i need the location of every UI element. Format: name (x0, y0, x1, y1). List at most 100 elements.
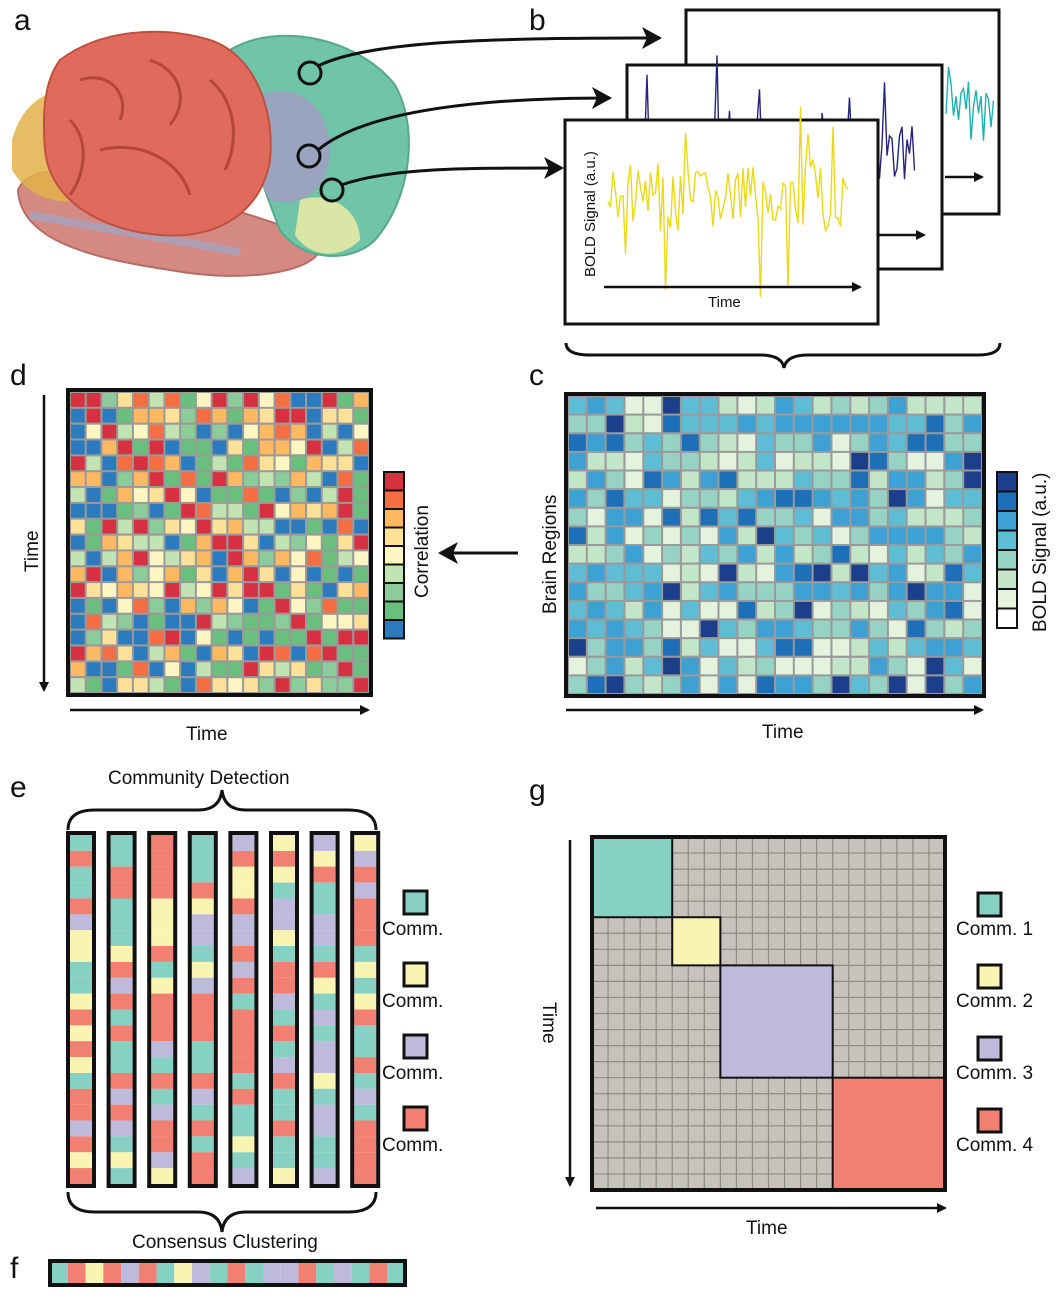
partition-column (269, 831, 299, 1188)
partition-column (147, 831, 178, 1188)
region-cell (681, 490, 699, 507)
region-cell (757, 639, 774, 656)
correlation-cell (149, 662, 164, 677)
region-cell (606, 490, 624, 507)
correlation-cell (196, 678, 211, 692)
bold-colorbar-swatch (996, 510, 1018, 532)
correlation-cell (338, 393, 353, 407)
region-cell (926, 620, 944, 638)
region-cell (945, 415, 963, 433)
correlation-cell (228, 646, 243, 661)
partition-cell (151, 1136, 174, 1153)
correlation-cell (307, 646, 321, 661)
region-cell (700, 657, 718, 675)
correlation-cell (86, 519, 101, 534)
correlation-cell (244, 598, 258, 613)
region-cell (700, 639, 718, 656)
correlation-cell (86, 424, 101, 439)
region-cell (945, 564, 963, 582)
region-cell (625, 601, 643, 619)
region-cell (964, 508, 981, 526)
bold-colorbar-label: BOLD Signal (a.u.) (1030, 473, 1051, 632)
region-cell (663, 415, 680, 433)
correlation-cell (259, 583, 274, 597)
partition-cell (232, 1136, 255, 1153)
region-cell (776, 601, 793, 619)
region-cell (907, 452, 925, 470)
partition-cell (191, 1168, 214, 1184)
bold-card-front (563, 118, 880, 326)
region-cell (813, 657, 831, 675)
correlation-cell (86, 662, 101, 677)
correlation-cell (149, 678, 164, 692)
region-cell (851, 527, 869, 544)
correlation-cell (181, 662, 195, 677)
correlation-cell (291, 456, 305, 471)
correlation-cell (165, 472, 180, 486)
partition-cell (110, 1057, 133, 1073)
partition-cell (151, 914, 174, 931)
region-cell (606, 657, 624, 675)
correlation-matrix (71, 393, 368, 692)
correlation-cell (165, 503, 180, 518)
partition-cell (191, 946, 214, 962)
region-cell (776, 676, 793, 693)
correlation-cell (71, 535, 85, 550)
partition-cell (354, 1104, 377, 1121)
regions-xlabel: Time (762, 722, 804, 743)
region-cell (757, 508, 774, 526)
correlation-cell (196, 614, 211, 629)
correlation-cell (149, 503, 164, 518)
region-cell (851, 546, 869, 563)
region-cell (907, 639, 925, 656)
region-cell (757, 490, 774, 507)
region-cell (832, 415, 850, 433)
region-cell (870, 527, 887, 544)
region-cell (945, 601, 963, 619)
region-cell (964, 601, 981, 619)
correlation-cell (212, 583, 227, 597)
region-cell (663, 508, 680, 526)
correlation-cell (86, 583, 101, 597)
correlation-cell (244, 535, 258, 550)
correlation-cell (275, 535, 290, 550)
correlation-cell (181, 424, 195, 439)
partition-cell (354, 850, 377, 867)
region-cell (945, 639, 963, 656)
correlation-cell (228, 551, 243, 566)
region-cell (907, 564, 925, 582)
partition-cell (313, 930, 336, 947)
partition-cell (354, 1136, 377, 1153)
partition-cell (232, 1088, 255, 1105)
region-cell (832, 601, 850, 619)
partition-cell (232, 882, 255, 899)
partition-cell (191, 993, 214, 1010)
region-cell (964, 471, 981, 489)
correlation-cell (196, 519, 211, 534)
region-cell (832, 546, 850, 563)
region-cell (832, 676, 850, 693)
region-cell (663, 434, 680, 451)
partition-cell (273, 977, 295, 994)
region-cell (832, 508, 850, 526)
region-cell (888, 490, 906, 507)
region-cell (663, 452, 680, 470)
correlation-cell (291, 408, 305, 423)
region-cell (870, 490, 887, 507)
partition-cell (354, 1057, 377, 1073)
region-cell (888, 564, 906, 582)
correlation-cell (338, 646, 353, 661)
region-cell (757, 415, 774, 433)
correlation-cell (118, 488, 132, 502)
region-cell (625, 397, 643, 414)
region-cell (832, 527, 850, 544)
region-cell (719, 508, 737, 526)
correlation-cell (133, 503, 148, 518)
partition-cell (354, 1168, 377, 1184)
correlation-cell (259, 472, 274, 486)
region-cell (625, 676, 643, 693)
partition-cell (354, 1041, 377, 1058)
correlation-cell (118, 440, 132, 455)
